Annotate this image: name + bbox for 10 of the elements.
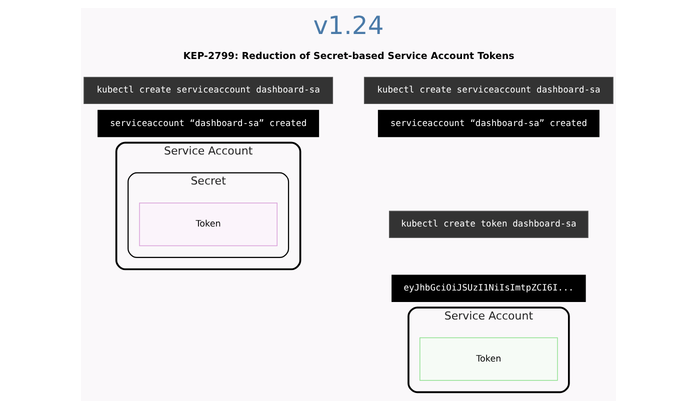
node-box: eyJhbGciOiJSUzI1NiIsImtpZCI6I... [391,274,586,302]
diagram-title: v1.24 [312,10,384,40]
label: KEP-2799: Reduction of Secret-based Service Account Tokens [182,51,514,62]
node-box: serviceaccount “dashboard-sa” created [97,110,319,138]
node-box: kubectl create serviceaccount dashboard-sa [363,76,613,104]
node-box: Token [419,337,558,381]
node-box: Token [138,202,277,246]
node-box: kubectl create serviceaccount dashboard-sa [83,76,333,104]
node-box: serviceaccount “dashboard-sa” created [377,110,599,138]
node-box: kubectl create token dashboard-sa [388,210,588,238]
